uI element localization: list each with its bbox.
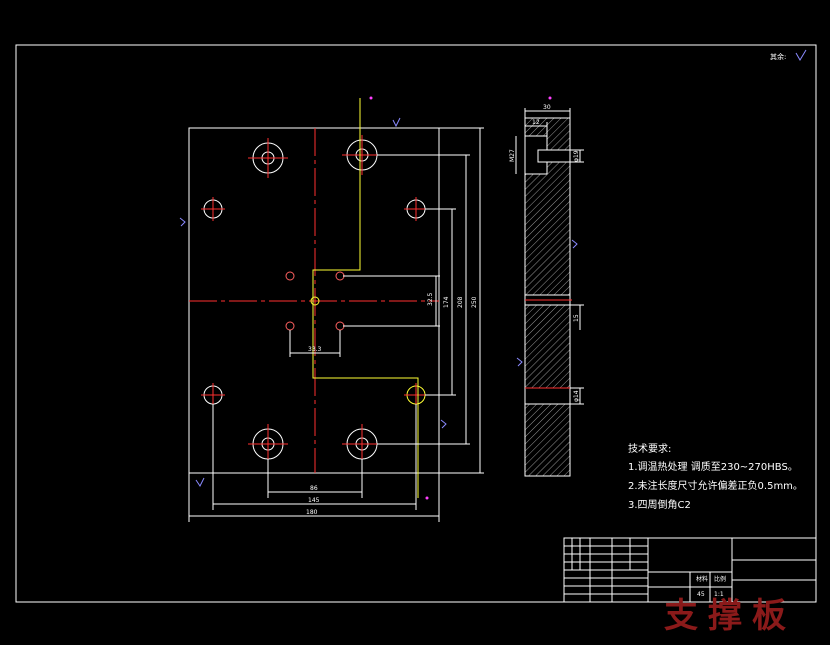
- tech-note-item: 2.未注长度尺寸允许偏差正负0.5mm。: [628, 479, 803, 492]
- title-cell: 1:1: [714, 591, 724, 598]
- title-cell: 材料: [696, 575, 708, 583]
- dim-145: 145: [308, 497, 320, 504]
- watermark: 支撑板: [664, 596, 796, 636]
- large-hole-centermarks: [248, 135, 382, 464]
- plan-roughness-symbols-icon: [179, 117, 447, 487]
- roughness-note-text: 其余:: [770, 52, 786, 61]
- title-cell: 45: [697, 591, 705, 598]
- tech-notes-title: 技术要求:: [628, 442, 671, 455]
- dim-33: 33.3: [308, 346, 322, 353]
- dim-250: 250: [471, 296, 478, 308]
- through-hole-top: [537, 149, 571, 163]
- sheet-border: [15, 44, 817, 603]
- through-hole-bottom: [524, 387, 571, 405]
- technical-requirements: 技术要求: 1.调温热处理 调质至230~270HBS。 2.未注长度尺寸允许偏…: [628, 442, 803, 511]
- dim-m27: M27: [509, 149, 516, 162]
- section-view: 30 12 M27 φ19 15 φ14: [509, 96, 584, 477]
- dim-208: 208: [457, 296, 464, 308]
- section-dimensions: [515, 108, 584, 405]
- dim-15: 15: [573, 314, 580, 322]
- roughness-note: 其余:: [770, 49, 807, 61]
- dim-d19: φ19: [573, 150, 580, 162]
- section-markers: [369, 96, 429, 500]
- plan-view: 180 145 86 33.3 32.5 174 208 250: [179, 96, 484, 522]
- title-block: [563, 537, 817, 603]
- section-label-marker: [548, 96, 552, 100]
- plan-dimensions: [188, 127, 484, 522]
- roughness-symbol-icon: [795, 49, 807, 61]
- medium-hole-centermarks: [201, 197, 428, 407]
- title-cell: 比例: [714, 575, 726, 583]
- section-cut-line: [312, 98, 419, 498]
- dim-32: 32.5: [427, 292, 434, 306]
- dim-174: 174: [443, 296, 450, 308]
- dim-width: 180: [306, 509, 318, 516]
- tech-note-item: 1.调温热处理 调质至230~270HBS。: [628, 460, 798, 473]
- tech-note-item: 3.四周倒角C2: [628, 499, 691, 511]
- dim-d14: φ14: [573, 390, 580, 402]
- dim-86: 86: [310, 485, 318, 492]
- dim-12: 12: [532, 119, 540, 126]
- section-roughness-symbols-icon: [516, 239, 578, 367]
- dim-30: 30: [543, 104, 551, 111]
- center-hole: [310, 296, 320, 306]
